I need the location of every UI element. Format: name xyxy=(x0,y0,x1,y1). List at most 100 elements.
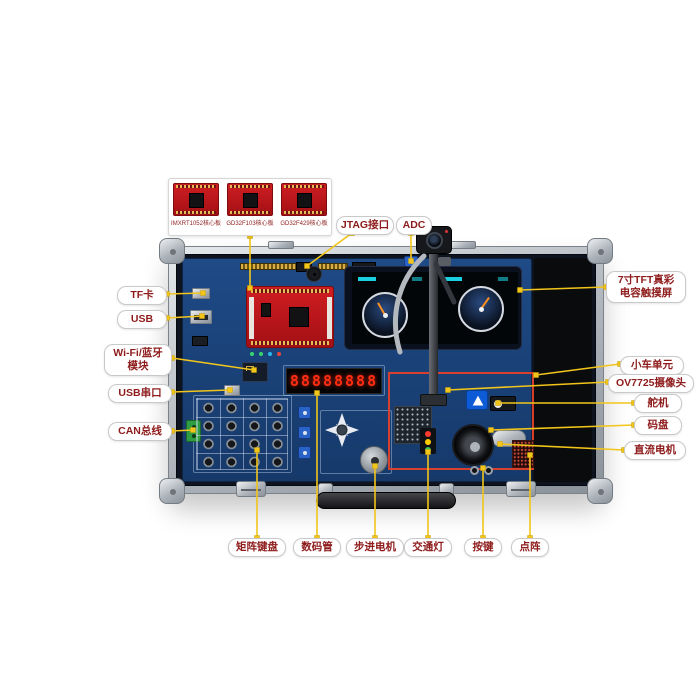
clamp-knob xyxy=(438,257,451,266)
buzzer-hole xyxy=(313,273,316,276)
usb-slot xyxy=(194,315,208,320)
motor-shaft xyxy=(371,457,379,465)
pin-header xyxy=(240,263,302,270)
callout-dot-matrix: 点阵 xyxy=(511,538,549,558)
screw xyxy=(170,489,176,495)
screen-status-bar xyxy=(498,277,508,281)
core-board-item: GD32F429核心板 xyxy=(279,183,329,233)
mcu-chip xyxy=(243,193,258,208)
potentiometer xyxy=(298,406,311,419)
corner-guard xyxy=(587,478,613,504)
core-board-caption: IMXRT1052核心板 xyxy=(171,221,221,227)
wifi-bt-module xyxy=(242,362,268,382)
small-chip xyxy=(261,303,271,317)
silkscreen-outline xyxy=(320,410,392,474)
dot-matrix-display xyxy=(512,440,534,468)
callout-adc: ADC xyxy=(396,216,432,236)
stepper-motor xyxy=(360,446,388,474)
wheel-hub xyxy=(470,442,480,452)
core-board-photo xyxy=(173,183,219,216)
foam-padding xyxy=(534,258,592,482)
mcu-chip xyxy=(289,307,309,327)
callout-usb-serial: USB串口 xyxy=(108,384,172,404)
callout-servo: 舵机 xyxy=(634,394,682,414)
pin-row xyxy=(284,185,324,188)
servo xyxy=(490,396,516,411)
trimmer-screw xyxy=(410,260,414,264)
tf-card-slot xyxy=(192,288,210,299)
mcu-chip xyxy=(297,193,312,208)
callout-seven-segment: 数码管 xyxy=(293,538,341,558)
callout-jtag: JTAG接口 xyxy=(336,216,394,236)
female-header xyxy=(327,297,332,339)
callout-wifi-bt: Wi-Fi/蓝牙 模块 xyxy=(104,344,172,377)
callout-dc-motor: 直流电机 xyxy=(624,441,686,461)
callout-car-unit: 小车单元 xyxy=(620,356,684,376)
gauge-widget xyxy=(458,286,504,332)
corner-guard xyxy=(587,238,613,264)
terminal-hole xyxy=(192,434,196,438)
screw xyxy=(598,489,604,495)
pin-row xyxy=(176,185,216,188)
callout-traffic-light: 交通灯 xyxy=(404,538,452,558)
corner-guard xyxy=(159,478,185,504)
latch-line xyxy=(511,489,531,491)
core-board-caption: GD32F429核心板 xyxy=(280,221,328,227)
screw xyxy=(170,249,176,255)
pot-screw xyxy=(303,451,307,455)
core-board-panel: IMXRT1052核心板 GD32F103核心板 GD32F429核心板 xyxy=(168,178,332,236)
pin-row xyxy=(230,211,270,214)
camera-pole xyxy=(429,250,438,398)
pole-bracket xyxy=(420,394,447,406)
pot-screw xyxy=(303,411,307,415)
badge-mark xyxy=(472,395,484,406)
corner-guard xyxy=(159,238,185,264)
pin-row xyxy=(251,341,329,345)
potentiometer xyxy=(298,446,311,459)
seven-segment-display: 88888888 xyxy=(286,368,382,394)
pin-row xyxy=(230,185,270,188)
screen-status-bar xyxy=(444,277,462,281)
core-board-mounted xyxy=(246,286,334,348)
core-board-caption: GD32F103核心板 xyxy=(226,221,274,227)
gauge-widget xyxy=(362,292,408,338)
callout-matrix-keypad: 矩阵键盘 xyxy=(228,538,286,558)
camera-lens-icon xyxy=(426,232,443,249)
screw xyxy=(598,249,604,255)
pin-row xyxy=(176,211,216,214)
camera-module-badge xyxy=(466,390,488,410)
core-board-item: GD32F103核心板 xyxy=(225,183,275,233)
buzzer xyxy=(306,266,322,282)
usb-port xyxy=(190,310,212,324)
case-hinge xyxy=(450,241,476,249)
terminal-hole xyxy=(192,425,196,429)
push-button xyxy=(470,466,479,475)
case-hinge xyxy=(268,241,294,249)
case-handle xyxy=(316,492,456,509)
core-board-photo xyxy=(281,183,327,216)
pot-screw xyxy=(303,431,307,435)
car-unit-outline xyxy=(388,372,534,470)
status-leds xyxy=(250,352,254,356)
latch-line xyxy=(241,489,261,491)
case-latch xyxy=(506,481,536,497)
potentiometer xyxy=(298,426,311,439)
pin-row xyxy=(284,211,324,214)
servo-horn xyxy=(494,400,502,408)
gauge-hub xyxy=(382,312,388,318)
antenna-trace xyxy=(246,366,254,371)
callout-tft-screen: 7寸TFT真彩 电容触摸屏 xyxy=(606,271,686,304)
callout-usb: USB xyxy=(117,310,167,330)
usb-serial-port xyxy=(224,385,240,396)
case-latch xyxy=(236,481,266,497)
encoder-wheel xyxy=(452,424,494,466)
callout-encoder-disk: 码盘 xyxy=(634,416,682,436)
screen-status-bar xyxy=(412,277,422,281)
gauge-hub xyxy=(478,306,484,312)
pin-row xyxy=(251,289,329,293)
callout-tf-card: TF卡 xyxy=(117,286,167,306)
screen-status-bar xyxy=(358,277,376,281)
push-button xyxy=(484,466,493,475)
silkscreen-outline xyxy=(283,365,385,396)
